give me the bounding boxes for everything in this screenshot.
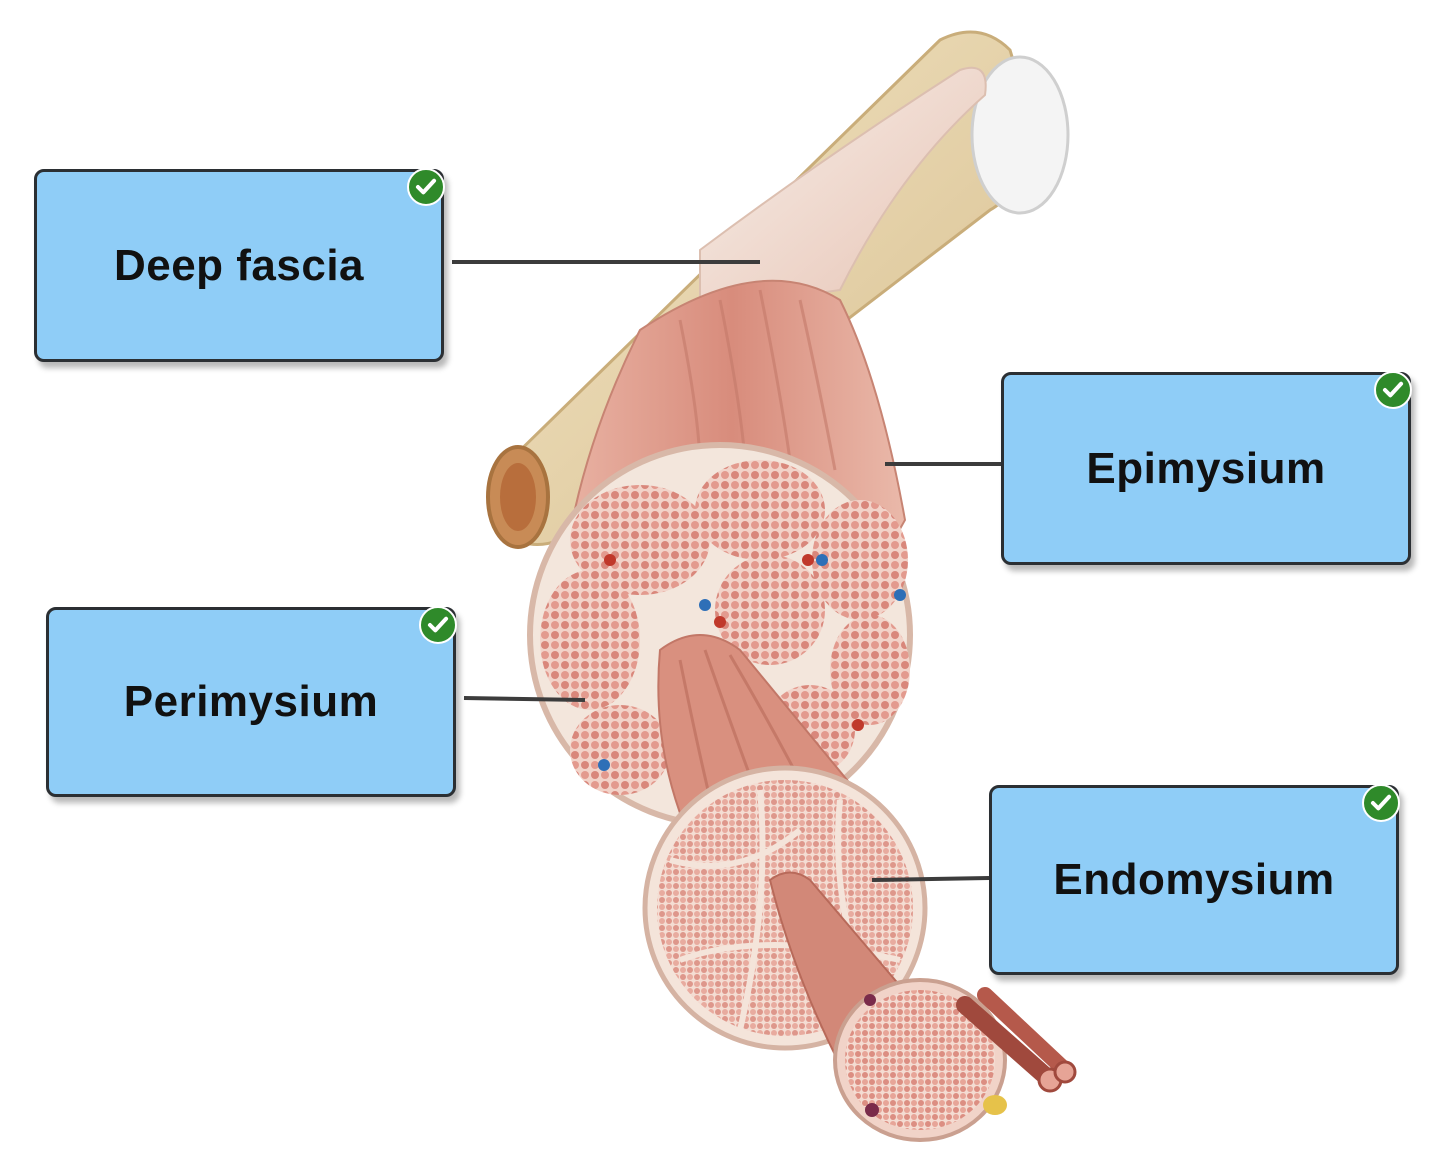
myofibrils [956,987,1077,1093]
muscle-fiber-cross-section [833,978,1007,1142]
checkmark-circle-icon [407,168,445,206]
leader-line-perimysium [463,696,586,702]
articular-cartilage [970,55,1070,215]
label-epimysium[interactable]: Epimysium [1001,371,1412,565]
muscle-cross-section [527,442,913,828]
label-text: Deep fascia [113,240,365,290]
label-text: Epimysium [1086,443,1326,493]
leader-line-endomysium [871,876,990,882]
deep-fascia-sheet [699,66,987,312]
label-text: Perimysium [123,677,379,726]
label-endomysium[interactable]: Endomysium [989,784,1400,975]
checkmark-circle-icon [419,606,457,644]
checkmark-circle-icon [1374,371,1412,409]
label-perimysium[interactable]: Perimysium [46,606,457,797]
label-text: Endomysium [1053,855,1335,904]
label-deep-fascia[interactable]: Deep fascia [34,168,445,362]
checkmark-circle-icon [1362,784,1400,822]
